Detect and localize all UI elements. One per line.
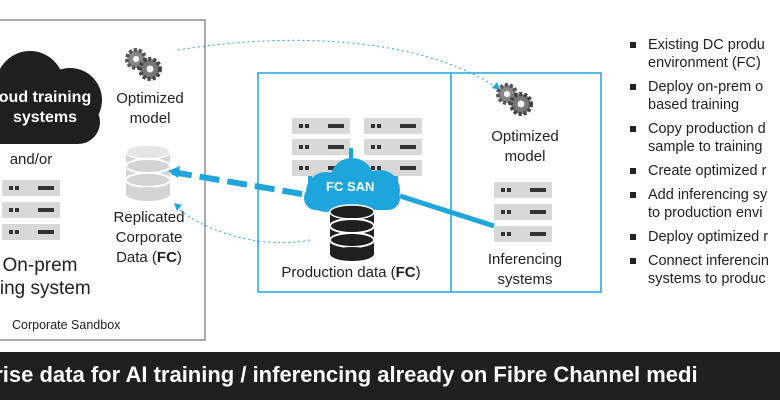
bullet-icon bbox=[630, 192, 636, 198]
production-dc-box bbox=[257, 72, 602, 293]
list-item-text: Connect inferencin systems to produc bbox=[648, 253, 769, 287]
list-item: Existing DC produ environment (FC) bbox=[628, 36, 780, 72]
replicated-database-icon bbox=[125, 144, 171, 201]
steps-list: Existing DC produ environment (FC) Deplo… bbox=[628, 36, 780, 294]
replicated-fc-text: FC bbox=[156, 249, 177, 266]
title-banner: erprise data for AI training / inferenci… bbox=[0, 352, 780, 400]
list-item: Copy production d sample to training bbox=[628, 120, 780, 156]
copy-data-arrowhead bbox=[174, 203, 182, 211]
list-item: Deploy on-prem o based training bbox=[628, 78, 780, 114]
bullet-icon bbox=[630, 126, 636, 132]
replicated-data-text: Replicated Corporate Data ( bbox=[113, 209, 185, 266]
onprem-training-label: On-prem ning system bbox=[0, 255, 91, 299]
replication-link bbox=[171, 169, 303, 197]
production-paren: ) bbox=[415, 264, 421, 281]
bullet-icon bbox=[630, 84, 636, 90]
list-item: Add inferencing sy to production envi bbox=[628, 186, 780, 222]
list-item-text: Create optimized r bbox=[648, 163, 767, 179]
replication-arrowhead bbox=[168, 166, 180, 178]
model-deploy-arrowhead bbox=[492, 82, 500, 90]
inferencing-label: Inferencing systems bbox=[487, 251, 563, 288]
production-database-icon bbox=[329, 204, 375, 261]
list-item-text: Copy production d sample to training bbox=[648, 121, 766, 155]
fc-san-cloud-icon bbox=[304, 158, 400, 212]
list-item-text: Deploy on-prem o based training bbox=[648, 79, 764, 113]
list-item: Deploy optimized r bbox=[628, 228, 780, 246]
gear-icon bbox=[496, 83, 533, 116]
bullet-icon bbox=[630, 168, 636, 174]
inferencing-link bbox=[399, 193, 495, 229]
bullet-icon bbox=[630, 258, 636, 264]
onprem-server-stack bbox=[2, 180, 60, 240]
bullet-icon bbox=[630, 234, 636, 240]
fc-san-label: FC SAN bbox=[326, 179, 375, 194]
banner-title: erprise data for AI training / inferenci… bbox=[0, 362, 698, 387]
replicated-paren: ) bbox=[176, 249, 182, 266]
list-item: Create optimized r bbox=[628, 162, 780, 180]
cloud-training-label: oud training systems bbox=[0, 89, 92, 126]
list-item-text: Deploy optimized r bbox=[648, 229, 769, 245]
production-data-text: Production data ( bbox=[281, 264, 396, 281]
cloud-icon bbox=[0, 51, 102, 144]
list-item-text: Existing DC produ environment (FC) bbox=[648, 37, 765, 71]
production-model-label: Optimized model bbox=[491, 128, 559, 165]
list-item: Connect inferencin systems to produc bbox=[628, 252, 780, 288]
sandbox-caption: Corporate Sandbox bbox=[12, 318, 121, 332]
sandbox-model-label: Optimized model bbox=[116, 90, 184, 127]
gear-icon bbox=[125, 48, 162, 81]
and-or-label: and/or bbox=[9, 151, 53, 168]
inferencing-server-stack bbox=[494, 182, 552, 242]
production-data-label: Production data (FC) bbox=[268, 263, 434, 283]
replicated-data-label: Replicated Corporate Data (FC) bbox=[96, 208, 202, 268]
bullet-icon bbox=[630, 42, 636, 48]
production-fc-text: FC bbox=[395, 264, 416, 281]
list-item-text: Add inferencing sy to production envi bbox=[648, 187, 768, 221]
model-deploy-arc bbox=[177, 39, 501, 91]
